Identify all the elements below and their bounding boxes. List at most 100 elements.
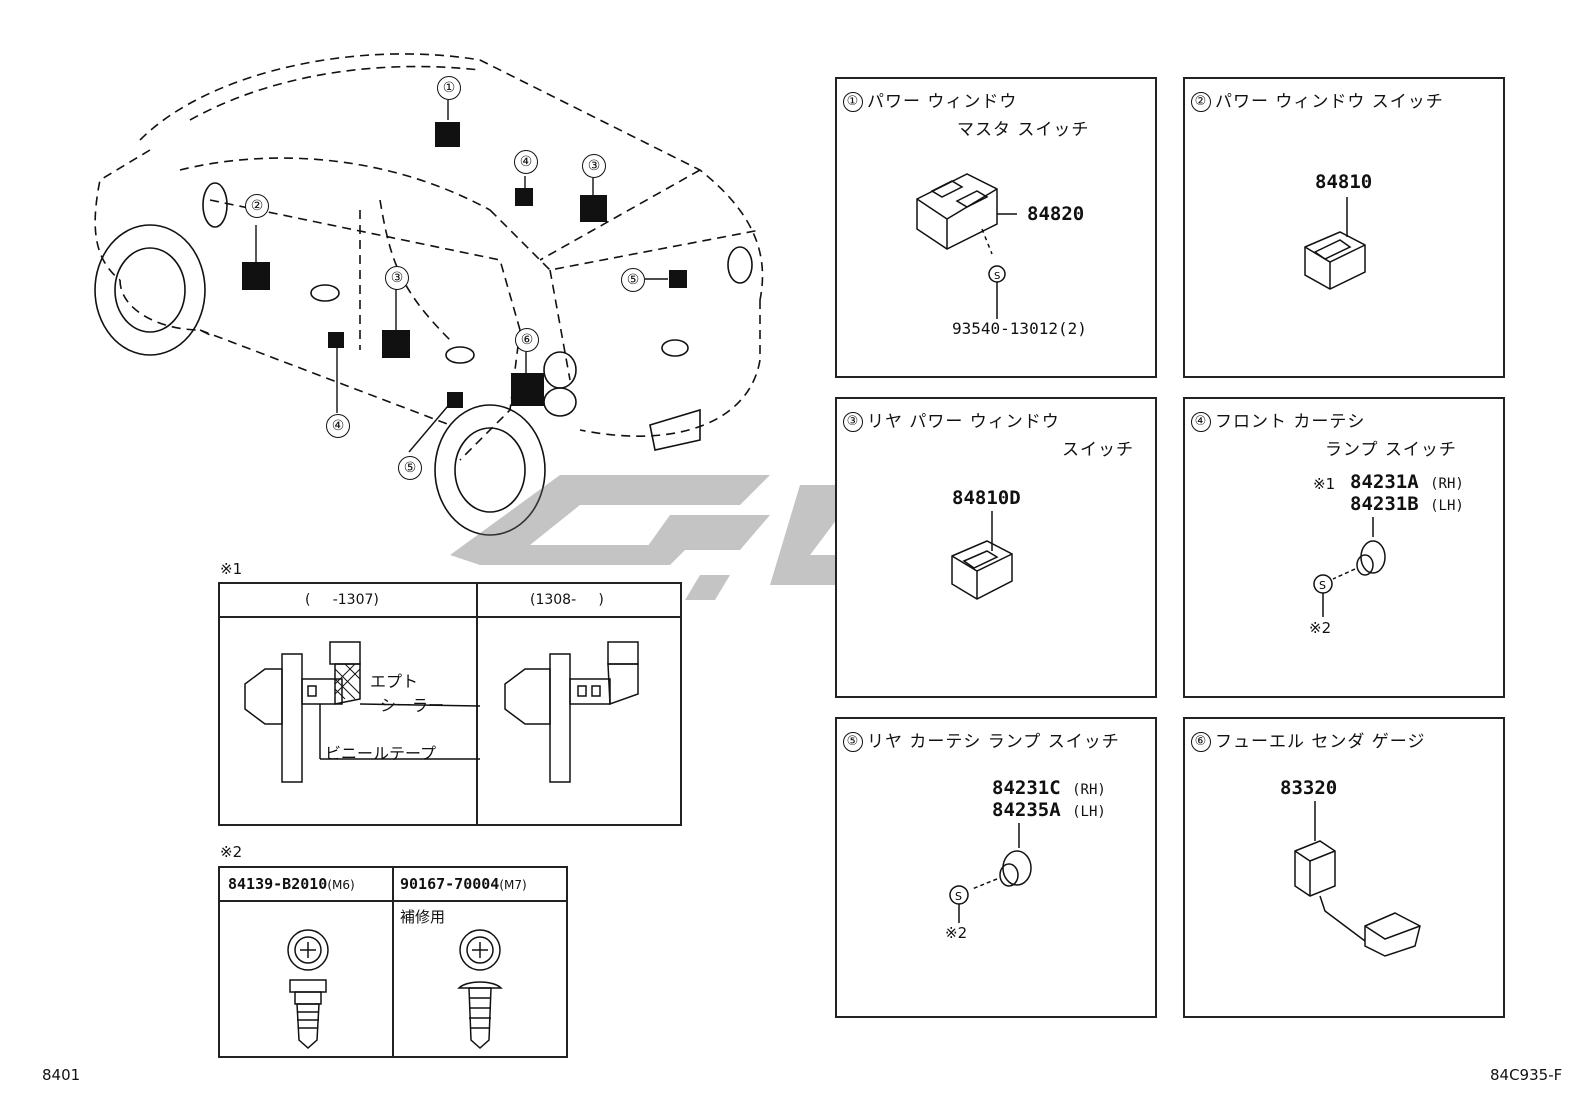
- note-2-table: 84139-B2010(M6) 90167-70004(M7) 補修用: [218, 866, 568, 1058]
- panel-1-title-line2: マスタ スイッチ: [957, 120, 1090, 140]
- panel-5-screw-note: ※2: [945, 924, 968, 942]
- panel-4-part-a: 84231A (RH): [1350, 471, 1464, 493]
- location-marker-6: [511, 373, 544, 406]
- panel-5-part-a-number: 84231C: [992, 777, 1061, 799]
- panel-3-number: ③: [843, 412, 863, 432]
- location-marker-4-roof: [515, 188, 533, 206]
- no-sealer-drawing: [504, 641, 639, 783]
- master-switch-drawing: S: [916, 173, 1017, 319]
- panel-5-part-b-number: 84235A: [992, 799, 1061, 821]
- note-2-col2-size: (M7): [499, 878, 527, 892]
- note-1-table: ( -1307) (1308- ) エプト シーラー ビニールテープ: [218, 582, 682, 826]
- location-marker-3-door: [382, 330, 410, 358]
- callout-5-rear: ⑤: [621, 268, 645, 292]
- panel-3-part-number: 84810D: [952, 487, 1021, 509]
- note-1-sealer-label-2: シーラー: [380, 696, 445, 715]
- note-2-col2-part: 90167-70004: [400, 875, 500, 893]
- sealer-install-drawing: [244, 641, 480, 783]
- panel-4-part-b: 84231B (LH): [1350, 493, 1464, 515]
- note-1-mark: ※1: [220, 560, 243, 578]
- panel-4-screw-note: ※2: [1309, 619, 1332, 637]
- panel-2-part-number: 84810: [1315, 171, 1373, 193]
- note-2-col1-header: 84139-B2010(M6): [228, 875, 355, 893]
- bolt-m7-drawing: [457, 929, 503, 1050]
- fuel-sender-drawing: [1294, 801, 1421, 957]
- panel-4-title-line2: ランプ スイッチ: [1325, 440, 1457, 460]
- panel-5-title-line1: リヤ カーテシ ランプ スイッチ: [867, 732, 1120, 752]
- panel-5-part-a-side: (RH): [1072, 782, 1106, 798]
- note-1-header-divider: [220, 616, 680, 618]
- panel-2-number: ②: [1191, 92, 1211, 112]
- panel-6-title-line1: フューエル センダ ゲージ: [1215, 732, 1426, 752]
- panel-5-part-a: 84231C (RH): [992, 777, 1106, 799]
- figure-id-right: 84C935-F: [1490, 1066, 1563, 1084]
- note-2-mark: ※2: [220, 843, 243, 861]
- panel-1-part-number: 84820: [1027, 203, 1085, 225]
- panel-3-title-line1: リヤ パワー ウィンドウ: [867, 412, 1060, 432]
- panel-1-title-line1: パワー ウィンドウ: [867, 92, 1018, 112]
- location-marker-3-roof: [580, 195, 607, 222]
- callout-3-door: ③: [385, 266, 409, 290]
- panel-2-title-line1: パワー ウィンドウ スイッチ: [1215, 92, 1444, 112]
- note-1-column-divider: [476, 584, 478, 824]
- panel-5-part-b: 84235A (LH): [992, 799, 1106, 821]
- callout-4-roof: ④: [514, 150, 538, 174]
- note-1-col2-header: (1308- ): [530, 592, 604, 608]
- panel-1-number: ①: [843, 92, 863, 112]
- panel-6-number: ⑥: [1191, 732, 1211, 752]
- note-1-tape-label: ビニールテープ: [325, 744, 437, 763]
- panel-4-part-a-number: 84231A: [1350, 471, 1419, 493]
- location-marker-1: [435, 122, 460, 147]
- panel-4-part-a-side: (RH): [1430, 476, 1464, 492]
- location-marker-5-door: [447, 392, 463, 408]
- panel-4-note-mark: ※1: [1313, 475, 1336, 493]
- note-1-sealer-label-1: エプト: [370, 672, 419, 691]
- panel-3-title-line2: スイッチ: [1062, 440, 1134, 460]
- panel-1-sub-part-number: 93540-13012(2): [952, 319, 1087, 338]
- location-marker-4-front: [328, 332, 344, 348]
- bolt-m6-drawing: [287, 929, 329, 1050]
- callout-6: ⑥: [515, 328, 539, 352]
- panel-5-number: ⑤: [843, 732, 863, 752]
- callout-1: ①: [437, 76, 461, 100]
- svg-text:S: S: [994, 271, 1000, 282]
- callout-5-door: ⑤: [398, 456, 422, 480]
- callout-4-front: ④: [326, 414, 350, 438]
- rear-window-switch-drawing: [951, 511, 1013, 600]
- callout-3-roof: ③: [582, 154, 606, 178]
- panel-5-part-b-side: (LH): [1072, 804, 1106, 820]
- panel-4-title-line1: フロント カーテシ: [1215, 412, 1366, 432]
- callout-2: ②: [245, 194, 269, 218]
- page-id-left: 8401: [42, 1066, 81, 1084]
- window-switch-drawing: [1304, 197, 1366, 290]
- location-marker-5-rear: [669, 270, 687, 288]
- rear-courtesy-switch-drawing: S: [949, 823, 1032, 923]
- svg-text:S: S: [955, 890, 962, 903]
- vehicle-illustration: ① ② ③ ④ ③ ⑤ ⑥ ④ ⑤: [60, 30, 820, 550]
- vehicle-outline-drawing: [94, 53, 764, 536]
- panel-4-part-b-side: (LH): [1430, 498, 1464, 514]
- location-marker-2: [242, 262, 270, 290]
- note-2-col2-note: 補修用: [400, 908, 446, 926]
- front-courtesy-switch-drawing: S: [1313, 517, 1386, 617]
- panel-4-number: ④: [1191, 412, 1211, 432]
- panel-4-part-b-number: 84231B: [1350, 493, 1419, 515]
- note-2-col1-size: (M6): [327, 878, 355, 892]
- note-1-col1-header: ( -1307): [305, 592, 379, 608]
- note-2-column-divider: [392, 868, 394, 1056]
- svg-text:S: S: [1319, 579, 1326, 592]
- note-2-col2-header: 90167-70004(M7): [400, 875, 527, 893]
- panel-6-part-number: 83320: [1280, 777, 1338, 799]
